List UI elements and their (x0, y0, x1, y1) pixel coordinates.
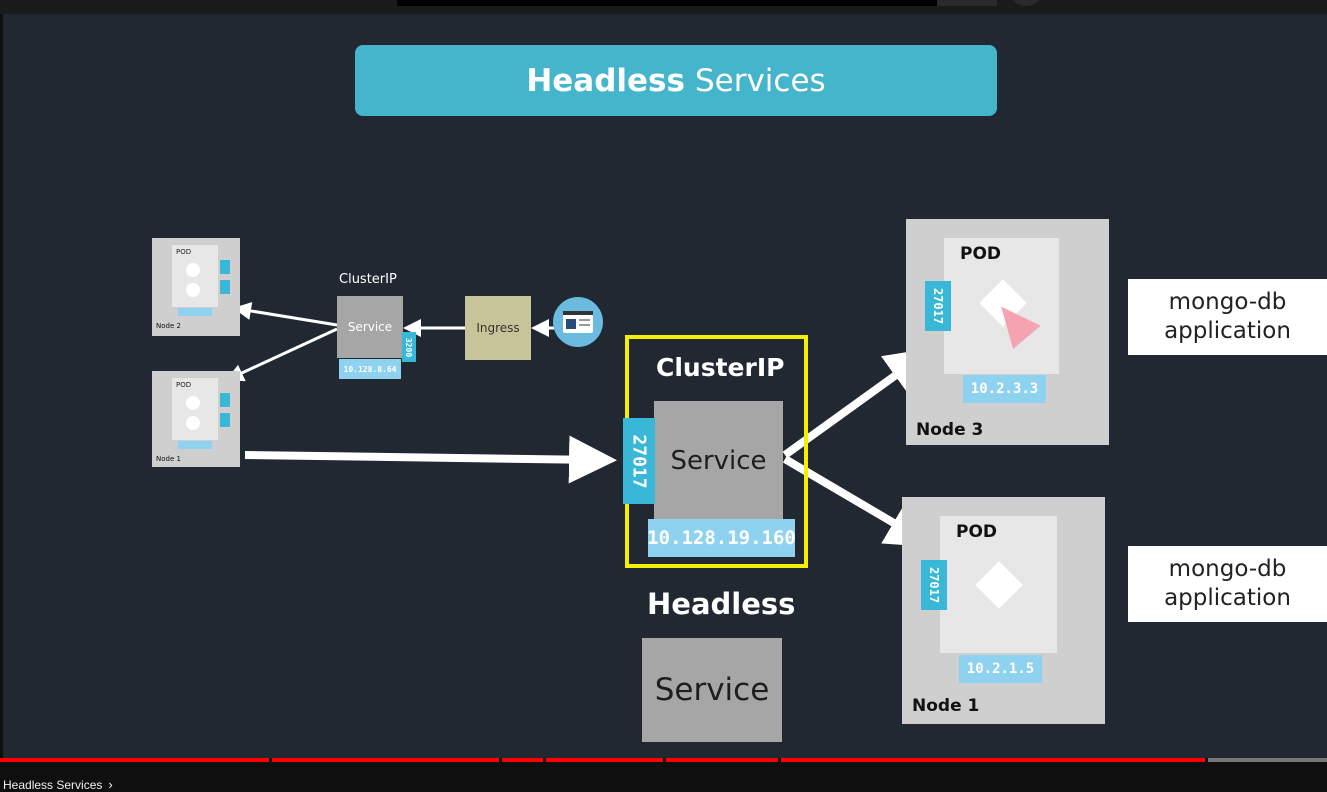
chevron-right-icon: › (108, 777, 113, 792)
chapter-segment[interactable] (666, 758, 778, 762)
arrow-service-to-node1 (225, 327, 338, 382)
small-service-box: Service (337, 296, 403, 358)
node1-ip-tag (178, 441, 212, 449)
search-button[interactable] (937, 0, 997, 6)
node2-box: POD Node 2 (152, 238, 240, 336)
arrow-node1-to-clusterip (244, 435, 617, 484)
node1-small-box: POD Node 1 (152, 371, 240, 467)
ingress-label: Ingress (476, 321, 520, 335)
video-player[interactable]: Headless Services POD Node 2 POD Node 1 … (3, 14, 1327, 758)
node1-pod: POD (940, 516, 1057, 653)
node1-port-tag (220, 413, 230, 427)
clusterip-service-box: Service (654, 401, 783, 520)
node2-port-tag (220, 260, 230, 274)
node1-label: Node 1 (912, 696, 980, 716)
small-service-port: 3200 (402, 332, 416, 362)
clusterip-service-label: Service (670, 445, 767, 476)
player-controls-bar: Headless Services › (0, 762, 1327, 792)
cube-icon (975, 561, 1023, 609)
node1-box: POD 27017 10.2.1.5 Node 1 (902, 497, 1105, 724)
chapter-segment[interactable] (1208, 758, 1327, 762)
ingress-box: Ingress (465, 296, 531, 360)
headless-service-label: Service (654, 672, 770, 708)
node1-pod-label: POD (956, 522, 998, 542)
node1-small-label: Node 1 (156, 455, 181, 463)
small-clusterip-label: ClusterIP (339, 272, 397, 287)
chapter-segment[interactable] (0, 758, 269, 762)
node3-port: 27017 (925, 281, 951, 331)
headless-label: Headless (647, 587, 796, 621)
toolbar-round-button[interactable] (1012, 0, 1040, 6)
chapter-segment[interactable] (272, 758, 499, 762)
small-service-label: Service (347, 320, 393, 334)
slide-title-bold: Headless (526, 62, 685, 99)
pod-app-icon (186, 396, 200, 410)
node2-label: Node 2 (156, 322, 181, 330)
chapter-title-text: Headless Services (3, 777, 103, 792)
node3-box: POD 27017 10.2.3.3 Node 3 (906, 219, 1109, 445)
chapter-segment[interactable] (546, 758, 663, 762)
clusterip-label: ClusterIP (656, 353, 785, 382)
pod-app-icon (186, 263, 200, 277)
node2-ip-tag (178, 308, 212, 316)
chapter-segment[interactable] (502, 758, 543, 762)
mongo-app-line1: mongo-db (1168, 556, 1287, 582)
node3-pod: POD (944, 238, 1059, 374)
small-service-ip: 10.128.8.64 (339, 359, 401, 379)
clusterip-ip: 10.128.19.160 (647, 519, 796, 557)
arrow-service-to-node2 (233, 302, 338, 327)
video-progress-bar[interactable] (0, 758, 1327, 762)
mongo-app-line2: application (1164, 318, 1291, 344)
node1-port: 27017 (921, 560, 947, 610)
pod-app-icon (186, 416, 200, 430)
node1-small-pod-label: POD (176, 381, 192, 389)
chapter-title-button[interactable]: Headless Services › (3, 777, 113, 792)
node2-pod-label: POD (176, 248, 192, 256)
node3-pod-label: POD (960, 244, 1002, 264)
mongo-app-label-top: mongo-db application (1128, 279, 1327, 355)
slide-title: Headless Services (355, 45, 997, 116)
clusterip-port: 27017 (623, 418, 655, 504)
mongo-app-line2: application (1164, 585, 1291, 611)
browser-icon (553, 297, 603, 347)
chapter-segment[interactable] (781, 758, 1205, 762)
mongo-app-line1: mongo-db (1168, 289, 1287, 315)
browser-top-strip (0, 0, 1327, 14)
headless-service-box: Service (642, 638, 782, 742)
node1-ip: 10.2.1.5 (959, 655, 1042, 683)
node1-port-tag (220, 393, 230, 407)
node3-label: Node 3 (916, 420, 984, 440)
node1-small-pod: POD (172, 378, 218, 440)
address-bar[interactable] (397, 0, 937, 6)
node2-port-tag (220, 280, 230, 294)
pod-app-icon (186, 283, 200, 297)
slide-title-rest: Services (694, 62, 826, 99)
node3-ip: 10.2.3.3 (963, 375, 1046, 403)
mongo-app-label-bottom: mongo-db application (1128, 546, 1327, 622)
node2-pod: POD (172, 245, 218, 307)
